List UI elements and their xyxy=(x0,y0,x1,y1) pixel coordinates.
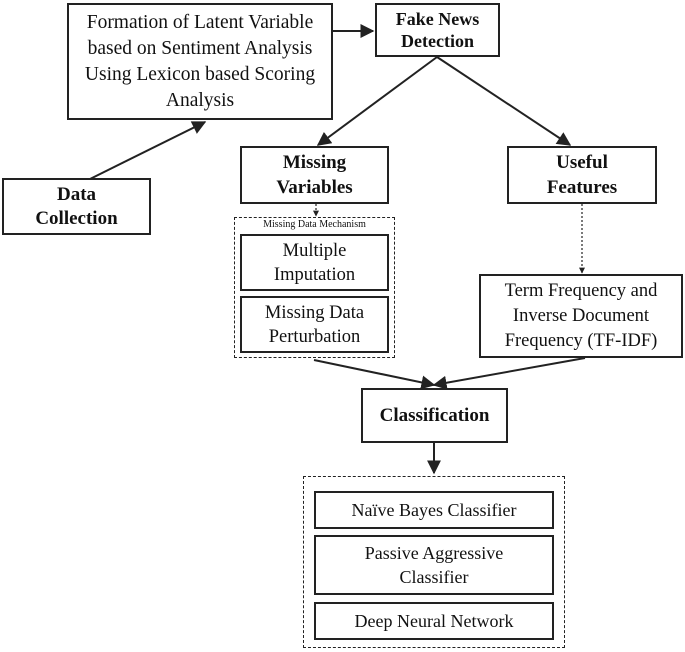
naive-bayes-label: Naïve Bayes Classifier xyxy=(351,499,517,520)
arrow-tfidf-to-classification xyxy=(432,357,586,390)
passive-aggressive-label: Passive Aggressive Classifier xyxy=(364,543,504,587)
classification-label: Classification xyxy=(379,404,490,426)
useful-features-box: Useful Features xyxy=(507,146,657,204)
data-collection-box: Data Collection xyxy=(2,178,151,235)
tfidf-box: Term Frequency and Inverse Document Freq… xyxy=(479,274,683,358)
arrow-data-to-latent xyxy=(87,121,207,181)
latent-variable-box: Formation of Latent Variable based on Se… xyxy=(67,3,333,120)
classification-box: Classification xyxy=(361,388,508,443)
naive-bayes-box: Naïve Bayes Classifier xyxy=(314,491,554,529)
missing-data-perturbation-box: Missing Data Perturbation xyxy=(240,296,389,353)
useful-features-label: Useful Features xyxy=(546,152,618,198)
multiple-imputation-label: Multiple Imputation xyxy=(273,240,356,285)
multiple-imputation-box: Multiple Imputation xyxy=(240,234,389,291)
missing-data-perturbation-label: Missing Data Perturbation xyxy=(264,302,365,347)
fake-news-detection-label: Fake News Detection xyxy=(395,9,480,51)
arrow-mechanism-to-classification xyxy=(313,359,436,390)
data-collection-label: Data Collection xyxy=(35,183,118,229)
tfidf-label: Term Frequency and Inverse Document Freq… xyxy=(504,280,658,351)
arrow-fakenews-to-missing xyxy=(316,56,438,146)
deep-neural-network-label: Deep Neural Network xyxy=(354,610,514,631)
deep-neural-network-box: Deep Neural Network xyxy=(314,602,554,640)
classifiers-group xyxy=(303,476,565,648)
missing-data-mechanism-group xyxy=(234,217,395,358)
latent-variable-label: Formation of Latent Variable based on Se… xyxy=(84,11,316,111)
arrow-fakenews-to-useful xyxy=(436,56,572,146)
missing-variables-box: Missing Variables xyxy=(240,146,389,204)
fake-news-detection-box: Fake News Detection xyxy=(375,3,500,57)
missing-variables-label: Missing Variables xyxy=(276,152,353,198)
missing-data-mechanism-title: Missing Data Mechanism xyxy=(263,219,366,230)
passive-aggressive-box: Passive Aggressive Classifier xyxy=(314,535,554,595)
